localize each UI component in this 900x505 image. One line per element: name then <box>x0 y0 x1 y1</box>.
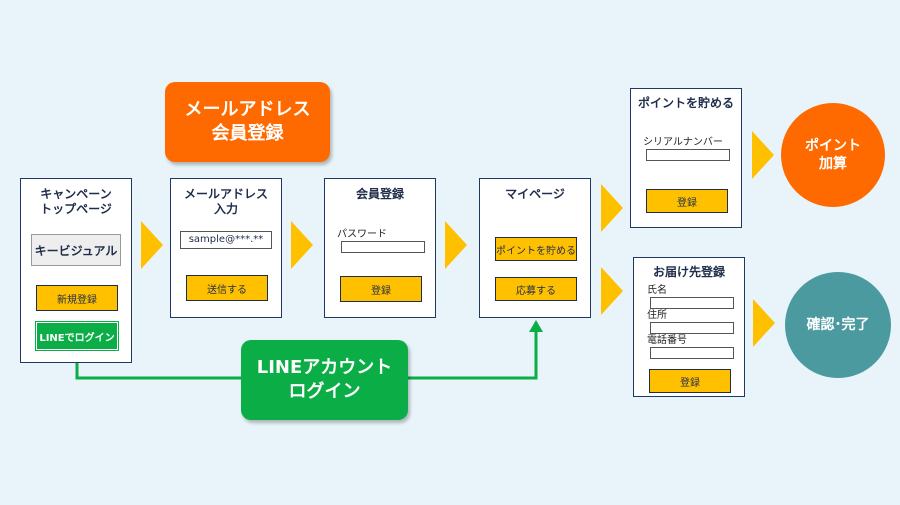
points-added-circle: ポイント 加算 <box>781 103 885 207</box>
member-registration-card: 会員登録 パスワード 登録 <box>324 178 436 318</box>
name-label: 氏名 <box>647 285 667 296</box>
flow-arrow <box>752 131 774 179</box>
flow-arrow <box>601 267 623 315</box>
email-input-card: メールアドレス 入力 sample@***.** 送信する <box>170 178 282 318</box>
delivery-registration-card: お届け先登録 氏名 住所 電話番号 登録 <box>633 257 745 397</box>
register-button[interactable]: 登録 <box>649 369 731 393</box>
card-title: お届け先登録 <box>652 265 725 279</box>
name-field[interactable] <box>650 297 734 309</box>
serial-number-label: シリアルナンバー <box>643 137 723 148</box>
confirm-complete-circle: 確認･完了 <box>785 272 891 378</box>
flow-arrow <box>141 221 163 269</box>
card-title: マイページ <box>505 187 565 201</box>
flow-arrow <box>445 221 467 269</box>
collect-points-card: ポイントを貯める シリアルナンバー 登録 <box>630 88 742 228</box>
flow-arrow <box>291 221 313 269</box>
card-title: メールアドレス 入力 <box>183 187 268 216</box>
card-title: 会員登録 <box>355 187 404 201</box>
register-button[interactable]: 登録 <box>340 276 422 302</box>
card-title: キャンペーン トップページ <box>40 187 112 216</box>
flow-arrow <box>753 299 775 347</box>
collect-points-button[interactable]: ポイントを貯める <box>495 237 577 261</box>
password-label: パスワード <box>337 229 387 240</box>
apply-button[interactable]: 応募する <box>495 277 577 301</box>
line-login-callout: LINEアカウント ログイン <box>241 340 408 420</box>
serial-number-field[interactable] <box>646 149 730 161</box>
address-label: 住所 <box>647 310 667 321</box>
address-field[interactable] <box>650 322 734 334</box>
flow-arrow <box>601 184 623 232</box>
email-field[interactable]: sample@***.** <box>180 231 272 249</box>
password-field[interactable] <box>341 241 425 253</box>
email-registration-callout: メールアドレス 会員登録 <box>165 82 330 162</box>
line-login-button[interactable]: LINEでログイン <box>35 321 119 351</box>
register-button[interactable]: 登録 <box>646 189 728 213</box>
send-button[interactable]: 送信する <box>186 275 268 301</box>
phone-label: 電話番号 <box>647 335 687 346</box>
phone-field[interactable] <box>650 347 734 359</box>
key-visual: キービジュアル <box>31 234 121 266</box>
campaign-top-page-card: キャンペーン トップページ キービジュアル 新規登録 LINEでログイン <box>20 178 132 363</box>
mypage-card: マイページ ポイントを貯める 応募する <box>479 178 591 318</box>
new-register-button[interactable]: 新規登録 <box>36 285 118 311</box>
card-title: ポイントを貯める <box>637 96 734 110</box>
